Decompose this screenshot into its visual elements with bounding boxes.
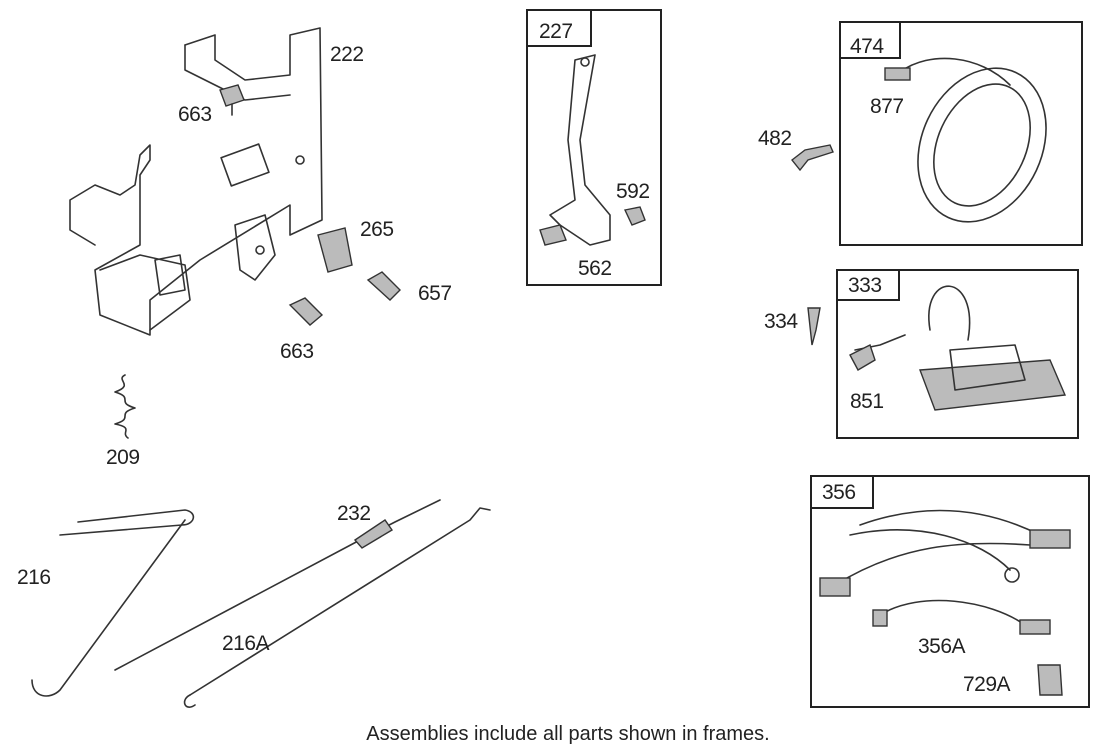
- label-657: 657: [418, 282, 452, 305]
- label-334: 334: [764, 310, 798, 333]
- wiring-harness-drawing: [819, 509, 1071, 696]
- label-877: 877: [870, 95, 904, 118]
- label-227: 227: [539, 20, 573, 43]
- spring-rod-232: [114, 499, 441, 671]
- label-663-top: 663: [178, 103, 212, 126]
- clip-729A: [1037, 664, 1063, 696]
- choke-rod-216A: [183, 507, 491, 708]
- governor-lever-drawing: [539, 54, 646, 246]
- screw-657: [366, 271, 401, 301]
- label-482: 482: [758, 127, 792, 150]
- label-851: 851: [850, 390, 884, 413]
- ignition-armature-drawing: [849, 285, 1067, 411]
- clip-265: [317, 227, 353, 273]
- label-562: 562: [578, 257, 612, 280]
- spring-209: [114, 374, 136, 439]
- label-222: 222: [330, 43, 364, 66]
- control-bracket-drawing: [69, 27, 323, 336]
- screw-663-top: [219, 84, 245, 116]
- alternator-stator-drawing: [884, 57, 1047, 223]
- frame-474-tag: [839, 21, 901, 59]
- label-232: 232: [337, 502, 371, 525]
- label-265: 265: [360, 218, 394, 241]
- governor-rod-216: [31, 509, 195, 697]
- label-592: 592: [616, 180, 650, 203]
- label-729A: 729A: [963, 673, 1011, 696]
- label-356: 356: [822, 481, 856, 504]
- label-333: 333: [848, 274, 882, 297]
- screw-334: [807, 307, 821, 346]
- label-663-bottom: 663: [280, 340, 314, 363]
- screw-482: [791, 144, 834, 172]
- label-356A: 356A: [918, 635, 966, 658]
- frame-333-tag: [836, 269, 900, 301]
- frame-356-tag: [810, 475, 874, 509]
- label-216A: 216A: [222, 632, 270, 655]
- label-209: 209: [106, 446, 140, 469]
- label-474: 474: [850, 35, 884, 58]
- caption: Assemblies include all parts shown in fr…: [366, 723, 770, 745]
- label-216: 216: [17, 566, 51, 589]
- screw-663-bottom: [288, 297, 324, 326]
- frame-227-tag: [526, 9, 592, 47]
